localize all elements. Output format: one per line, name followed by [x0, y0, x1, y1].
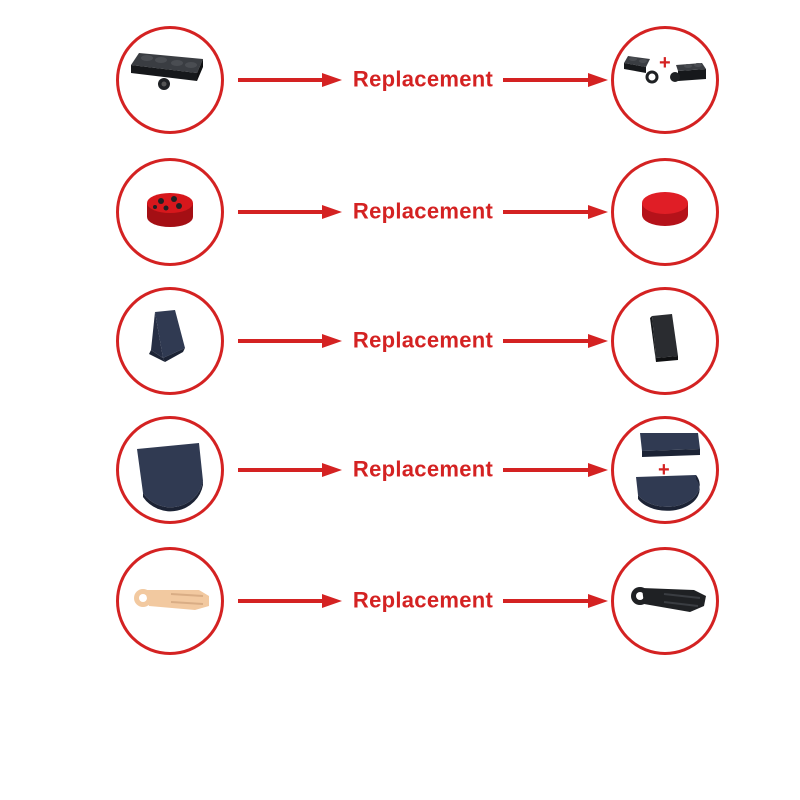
replacement-label: Replacement — [352, 456, 494, 482]
black-tile-icon — [650, 314, 678, 362]
original-part-frame[interactable] — [116, 158, 224, 266]
arrow-shaft-left — [238, 593, 342, 609]
navy-half-round-tile-icon — [137, 443, 203, 512]
replacement-row-4: Replacement + — [0, 405, 800, 535]
plain-red-round-tile-icon — [642, 192, 688, 226]
replacement-part-frame[interactable]: + — [611, 416, 719, 524]
arrow-shaft-left — [238, 333, 342, 349]
replacement-label: Replacement — [352, 327, 494, 353]
original-part-frame[interactable] — [116, 26, 224, 134]
arrow-shaft-left — [238, 462, 342, 478]
replacement-row-2: Replacement — [0, 147, 800, 277]
black-hinge-plate-icon — [131, 53, 203, 90]
replacement-label: Replacement — [352, 66, 494, 92]
original-part-frame[interactable] — [116, 547, 224, 655]
arrow-head-right — [503, 204, 608, 220]
arrow-shaft-left — [238, 204, 342, 220]
replacement-part-frame[interactable] — [611, 547, 719, 655]
arrow-head-right — [503, 593, 608, 609]
replacement-part-frame[interactable] — [611, 287, 719, 395]
hinge-plate-pair-icon — [624, 56, 706, 84]
replacement-row-1: Replacement + — [0, 15, 800, 145]
replacement-label: Replacement — [352, 587, 494, 613]
black-flipper-icon — [631, 587, 706, 612]
replacement-row-3: Replacement — [0, 276, 800, 406]
tile-plus-half-round-icon — [636, 433, 700, 511]
navy-curved-slope-icon — [149, 310, 185, 362]
arrow-head-right — [503, 462, 608, 478]
arrow-head-right — [503, 333, 608, 349]
printed-red-round-tile-icon — [147, 193, 193, 227]
replacement-label: Replacement — [352, 198, 494, 224]
replacement-part-frame[interactable] — [611, 158, 719, 266]
original-part-frame[interactable] — [116, 287, 224, 395]
original-part-frame[interactable] — [116, 416, 224, 524]
plus-sign: + — [658, 459, 670, 481]
plus-sign: + — [659, 52, 671, 74]
arrow-shaft-left — [238, 72, 342, 88]
replacement-part-frame[interactable]: + — [611, 26, 719, 134]
tan-flipper-icon — [134, 589, 209, 610]
arrow-head-right — [503, 72, 608, 88]
replacement-row-5: Replacement — [0, 536, 800, 666]
